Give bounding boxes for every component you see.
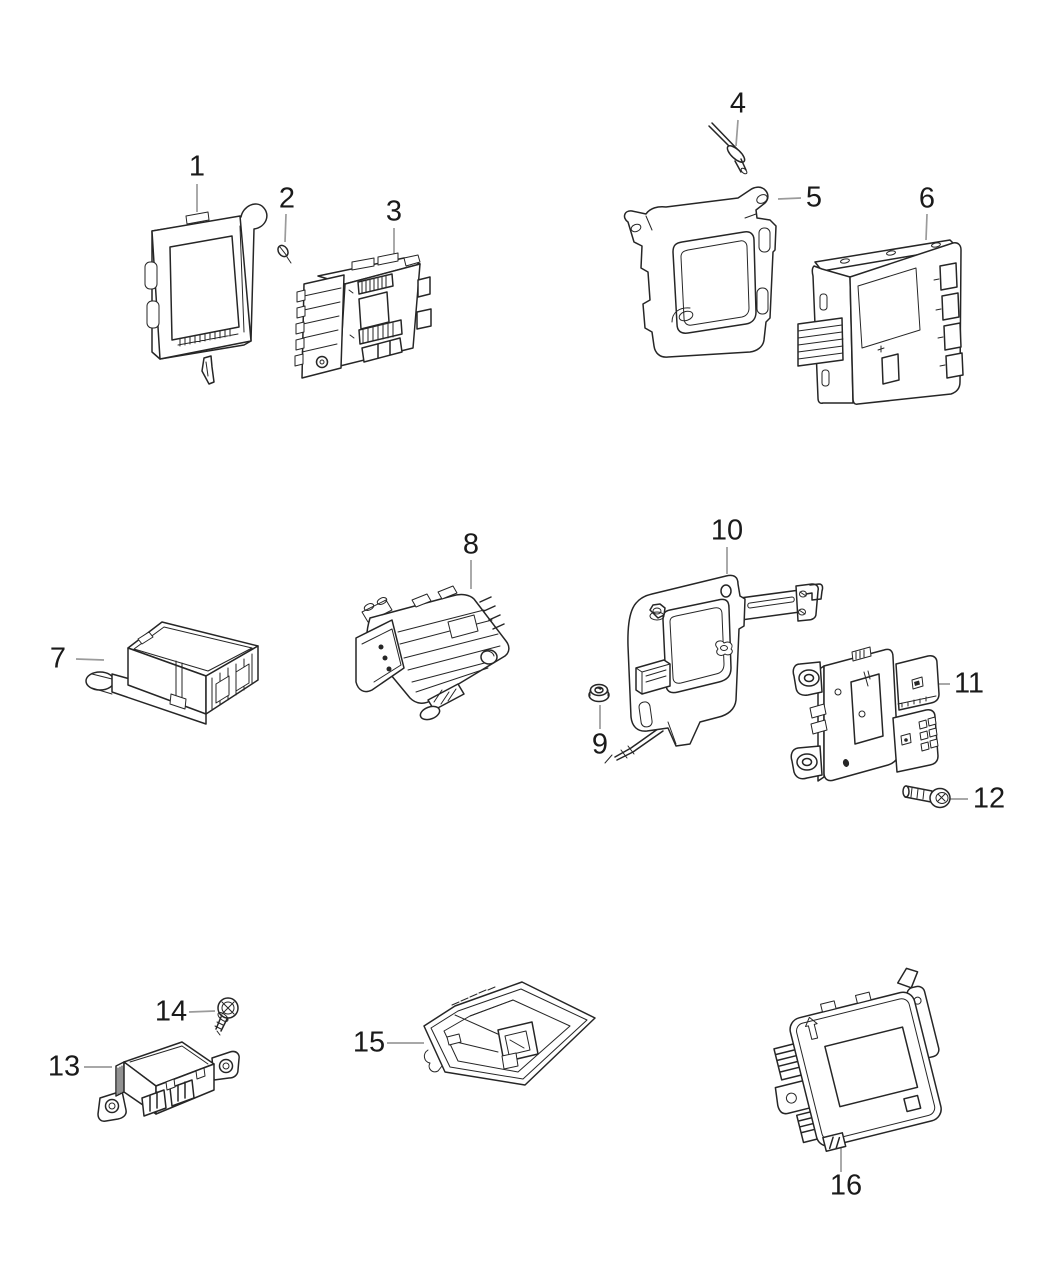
callout-4: 4 [729,87,747,120]
callout-16: 16 [829,1169,863,1202]
part-13-control-module-drawing [97,1041,240,1122]
part-15-housing-drawing [423,981,596,1086]
part-4-push-pin-drawing [708,122,748,175]
callout-11: 11 [953,667,985,700]
callout-12: 12 [972,782,1006,815]
part-11-control-module-drawing [790,646,940,782]
callout-15: 15 [352,1026,386,1059]
part-5-module-bracket-drawing [623,186,777,358]
callout-1: 1 [188,150,206,183]
part-14-screw-drawing [214,997,239,1036]
part-6-control-module-drawing [797,239,964,405]
leader-lines [75,119,968,1172]
callout-13: 13 [47,1050,81,1083]
callout-5: 5 [805,181,823,214]
callout-14: 14 [154,995,188,1028]
part-9-nut-drawing [588,683,610,703]
callout-6: 6 [918,182,936,215]
callout-10: 10 [710,514,744,547]
part-7-control-module-drawing [85,621,259,725]
callout-3: 3 [385,195,403,228]
part-2-screw-drawing [277,244,292,264]
part-3-control-module-drawing [294,252,432,379]
callout-7: 7 [49,642,67,675]
part-10-bracket-drawing [604,574,824,764]
callout-8: 8 [462,528,480,561]
part-12-bolt-drawing [902,785,951,809]
part-16-control-module-drawing [773,967,942,1152]
part-8-control-module-drawing [355,585,510,721]
part-1-mounting-bracket-drawing [144,203,268,385]
callout-2: 2 [278,182,296,215]
callout-9: 9 [591,728,609,761]
